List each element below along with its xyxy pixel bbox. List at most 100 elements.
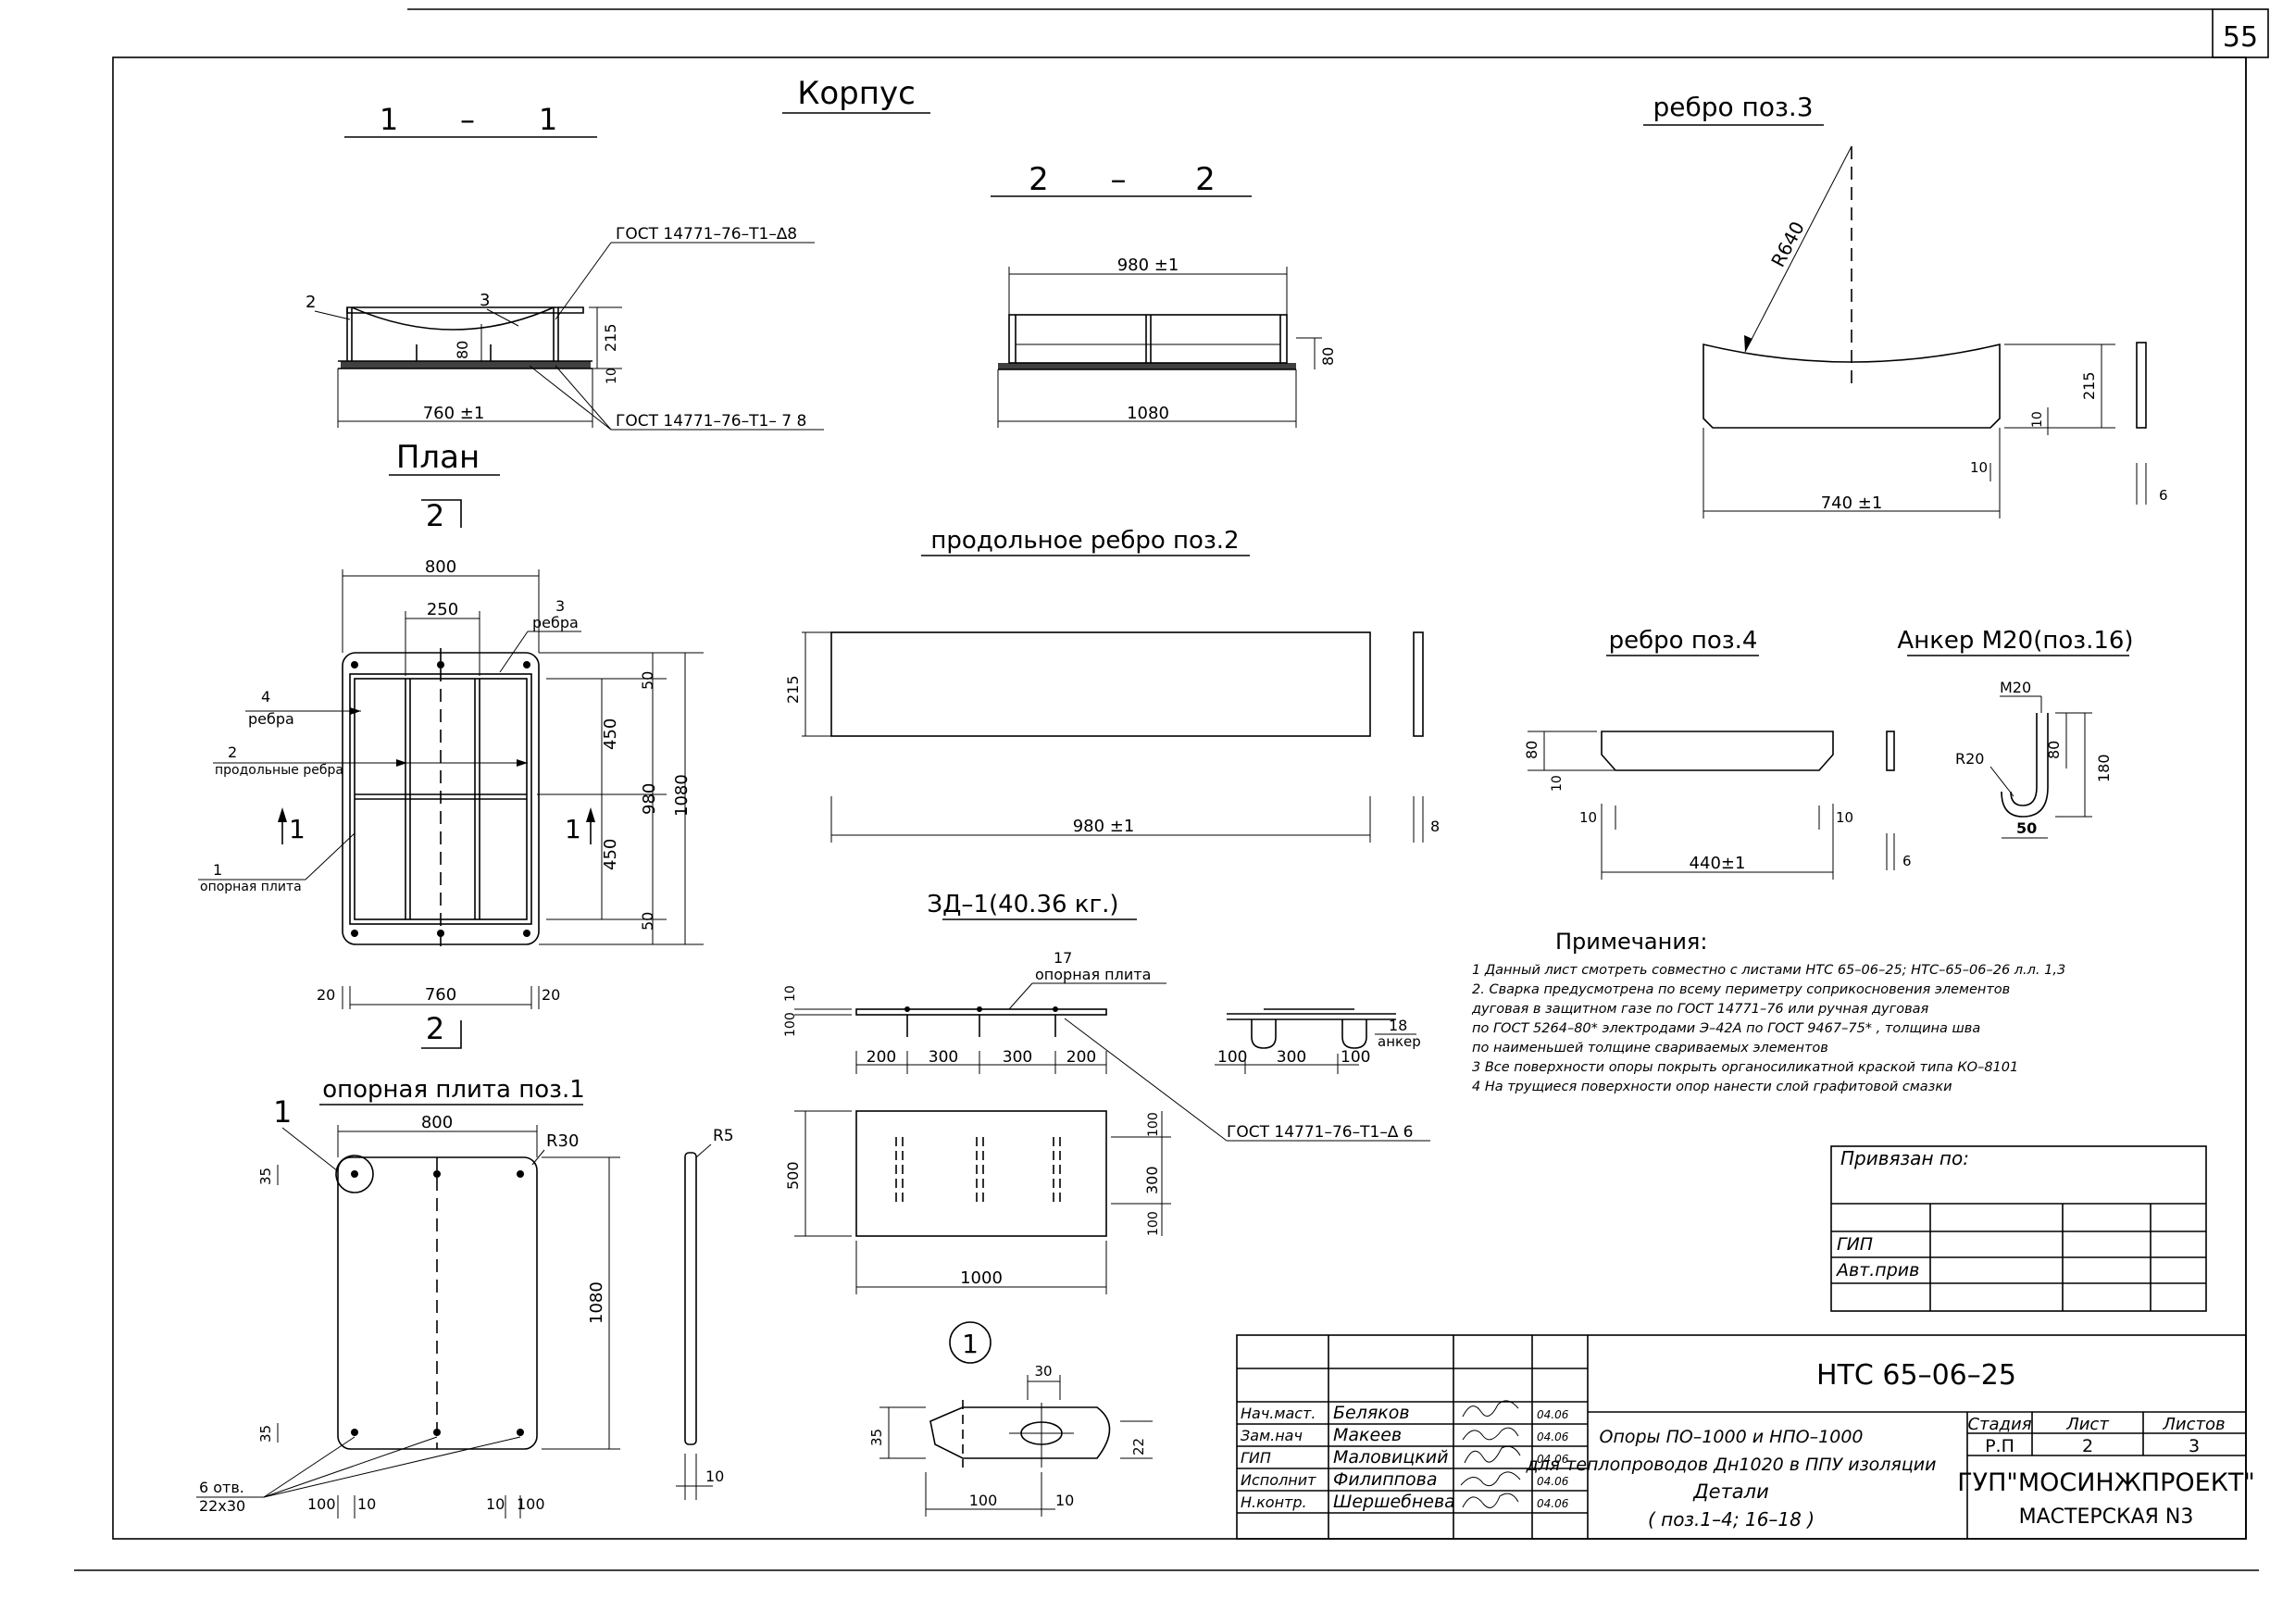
staff-role: ГИП	[1241, 1449, 1271, 1467]
dim-80: 80	[454, 341, 471, 359]
radius-640: R640	[1766, 218, 1809, 270]
staff-date: 04.06	[1537, 1430, 1569, 1443]
zd1-dim-300d: 300	[1143, 1166, 1161, 1194]
anchor-dim-180: 180	[2095, 754, 2113, 782]
zd1-ref-17-label: опорная плита	[1035, 966, 1151, 983]
support-plate-1-view: опорная плита поз.1 1 800 R30 1080 35 35…	[196, 1076, 734, 1518]
detail-dim-35: 35	[868, 1429, 885, 1446]
plan-dim-450a: 450	[601, 718, 620, 750]
section-2-2-label-a: 2	[1029, 161, 1049, 198]
long-rib-dim-980: 980 ±1	[1073, 817, 1135, 836]
zd1-dim-1000: 1000	[960, 1268, 1003, 1288]
signature-mark	[1460, 1471, 1521, 1487]
zd1-dim-100c: 100	[1217, 1048, 1247, 1067]
note-line-6: 3 Все поверхности опоры покрыть органоси…	[1472, 1060, 2018, 1075]
plan-dim-800: 800	[425, 557, 456, 577]
dim-215: 215	[602, 323, 619, 352]
note-line-2: 2. Сварка предусмотрена по всему перимет…	[1472, 982, 2010, 997]
note-line-7: 4 На трущиеся поверхности опор нанести с…	[1472, 1080, 1952, 1094]
anchor-view: Анкер М20(поз.16) М20 R20 80 180 50	[1897, 627, 2134, 839]
plate-dim-10b: 10	[486, 1495, 505, 1513]
staff-name: Шершебнева	[1333, 1492, 1455, 1512]
anchor-title: Анкер М20(поз.16)	[1897, 627, 2133, 655]
plate-dim-35b: 35	[257, 1425, 274, 1443]
ref-2: 2	[306, 293, 316, 312]
section-arrow-1-right: 1	[565, 814, 581, 844]
zd1-ref-18: 18	[1389, 1017, 1407, 1034]
detail-dim-22: 22	[1130, 1438, 1147, 1455]
notes-block: Примечания: 1 Данный лист смотреть совме…	[1471, 929, 2065, 1094]
plate-dim-1080: 1080	[587, 1281, 606, 1324]
signature-mark	[1462, 1427, 1519, 1441]
note-line-1: 1 Данный лист смотреть совместно с листа…	[1472, 963, 2065, 978]
staff-name: Макеев	[1333, 1425, 1402, 1445]
workshop-name: МАСТЕРСКАЯ N3	[2019, 1505, 2194, 1529]
plan-ref-4-label: ребра	[248, 710, 294, 728]
plan-ref-3: 3	[555, 597, 565, 615]
dim-760: 760 ±1	[423, 404, 485, 423]
organization-name: ГУП"МОСИНЖПРОЕКТ"	[1957, 1468, 2255, 1497]
signature-mark	[1464, 1445, 1521, 1464]
section-arrow-2-top: 2	[426, 498, 444, 533]
plan-dim-20b: 20	[542, 986, 560, 1004]
long-rib-2-view: продольное ребро поз.2 215 980 ±1 8	[784, 527, 1440, 843]
zd1-dim-200b: 200	[1066, 1048, 1096, 1067]
section-arrow-1-left: 1	[289, 814, 306, 844]
signature-mark	[1462, 1400, 1519, 1418]
detail-dim-10: 10	[1055, 1492, 1074, 1509]
long-rib-dim-8: 8	[1430, 818, 1440, 835]
signature-mark	[1462, 1493, 1519, 1508]
zd1-dim-500: 500	[784, 1161, 802, 1190]
zd1-ref-18-label: анкер	[1378, 1033, 1421, 1050]
dim-10: 10	[605, 368, 619, 384]
plan-dim-1080: 1080	[672, 774, 692, 817]
detail-ref-1: 1	[273, 1094, 292, 1130]
zd1-dim-100f: 100	[1146, 1211, 1161, 1236]
rib-3-view: ребро поз.3 R640 215 10 740 ±1 10 6	[1643, 92, 2168, 518]
zd1-dim-100d: 100	[1341, 1048, 1370, 1067]
zd1-ref-17: 17	[1054, 949, 1072, 967]
plate-dim-10a: 10	[357, 1495, 376, 1513]
detail-1-marker: 1	[962, 1329, 979, 1359]
section-2-2-label-b: 2	[1195, 161, 1216, 198]
note-line-3: дуговая в защитном газе по ГОСТ 14771–76…	[1471, 1002, 1929, 1017]
binding-title: Привязан по:	[1840, 1147, 1969, 1169]
gost-label-delta8: ГОСТ 14771–76–Т1–∆8	[616, 225, 797, 244]
section-1-1-dash: –	[460, 102, 475, 137]
sheet-header: Лист	[2065, 1415, 2109, 1434]
sheet-value: 2	[2082, 1436, 2093, 1456]
zd1-dim-10: 10	[783, 985, 798, 1002]
title-desc-1: Опоры ПО–1000 и НПО–1000	[1599, 1427, 1863, 1447]
rib4-dim-10: 10	[1550, 775, 1565, 792]
ref-3: 3	[480, 291, 490, 310]
zd1-dim-200a: 200	[867, 1048, 896, 1067]
plan-dim-760: 760	[425, 985, 456, 1005]
staff-role: Нач.маст.	[1241, 1405, 1316, 1422]
long-rib-title: продольное ребро поз.2	[930, 527, 1239, 555]
plan-ref-3-label: ребра	[532, 614, 579, 631]
plate-dim-100b: 100	[517, 1495, 545, 1513]
plate-r5: R5	[713, 1127, 734, 1145]
detail-1-view: 1 30 35 22 100 10	[868, 1321, 1153, 1517]
zd1-dim-100: 100	[783, 1012, 798, 1037]
title-block: НТС 65–06–25 Опоры ПО–1000 и НПО–1000 дл…	[1236, 1334, 2255, 1540]
detail-dim-30: 30	[1034, 1363, 1052, 1380]
section-1-1-label-a: 1	[380, 102, 398, 137]
plate-dim-100a: 100	[307, 1495, 336, 1513]
stage-header: Стадия	[1967, 1415, 2031, 1434]
holes-size: 22х30	[199, 1497, 245, 1515]
binding-gip: ГИП	[1837, 1234, 1873, 1255]
zd1-dim-300c: 300	[1277, 1048, 1306, 1067]
title-desc-4: ( поз.1–4; 16–18 )	[1648, 1508, 1815, 1530]
plan-dim-250: 250	[427, 600, 458, 619]
plan-dim-50b: 50	[639, 912, 656, 931]
rib3-dim-10: 10	[2030, 411, 2045, 428]
staff-date: 04.06	[1537, 1475, 1569, 1488]
title-desc-3: Детали	[1692, 1480, 1769, 1503]
rib4-dim-80: 80	[1523, 741, 1540, 759]
binding-box: Привязан по: ГИП Авт.прив	[1830, 1145, 2207, 1312]
plan-title: План	[396, 439, 480, 476]
staff-role: Н.контр.	[1241, 1493, 1307, 1511]
plan-dim-450b: 450	[601, 839, 620, 870]
plate-r30: R30	[546, 1131, 579, 1151]
